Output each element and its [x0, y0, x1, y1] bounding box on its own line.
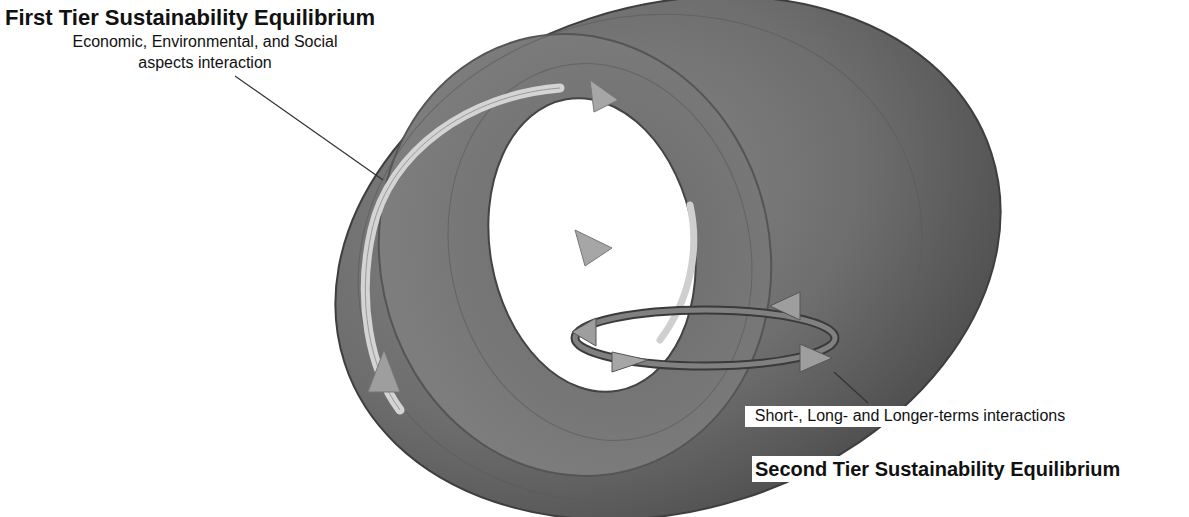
torus-inner-face	[338, 0, 812, 513]
leader-line	[834, 372, 868, 403]
leader-line	[235, 76, 383, 180]
callout-label: Economic, Environmental, and Social aspe…	[40, 32, 370, 74]
second-tier-ring	[572, 292, 835, 372]
torus-body	[267, 0, 1069, 517]
tier-heading: Second Tier Sustainability Equilibrium	[752, 456, 1184, 482]
callout-label: Short-, Long- and Longer-terms interacti…	[745, 406, 1075, 427]
first-tier-arrow	[365, 80, 693, 410]
torus-hole	[466, 82, 718, 409]
torus-facets	[300, 0, 980, 517]
tier-heading: First Tier Sustainability Equilibrium	[2, 4, 542, 33]
